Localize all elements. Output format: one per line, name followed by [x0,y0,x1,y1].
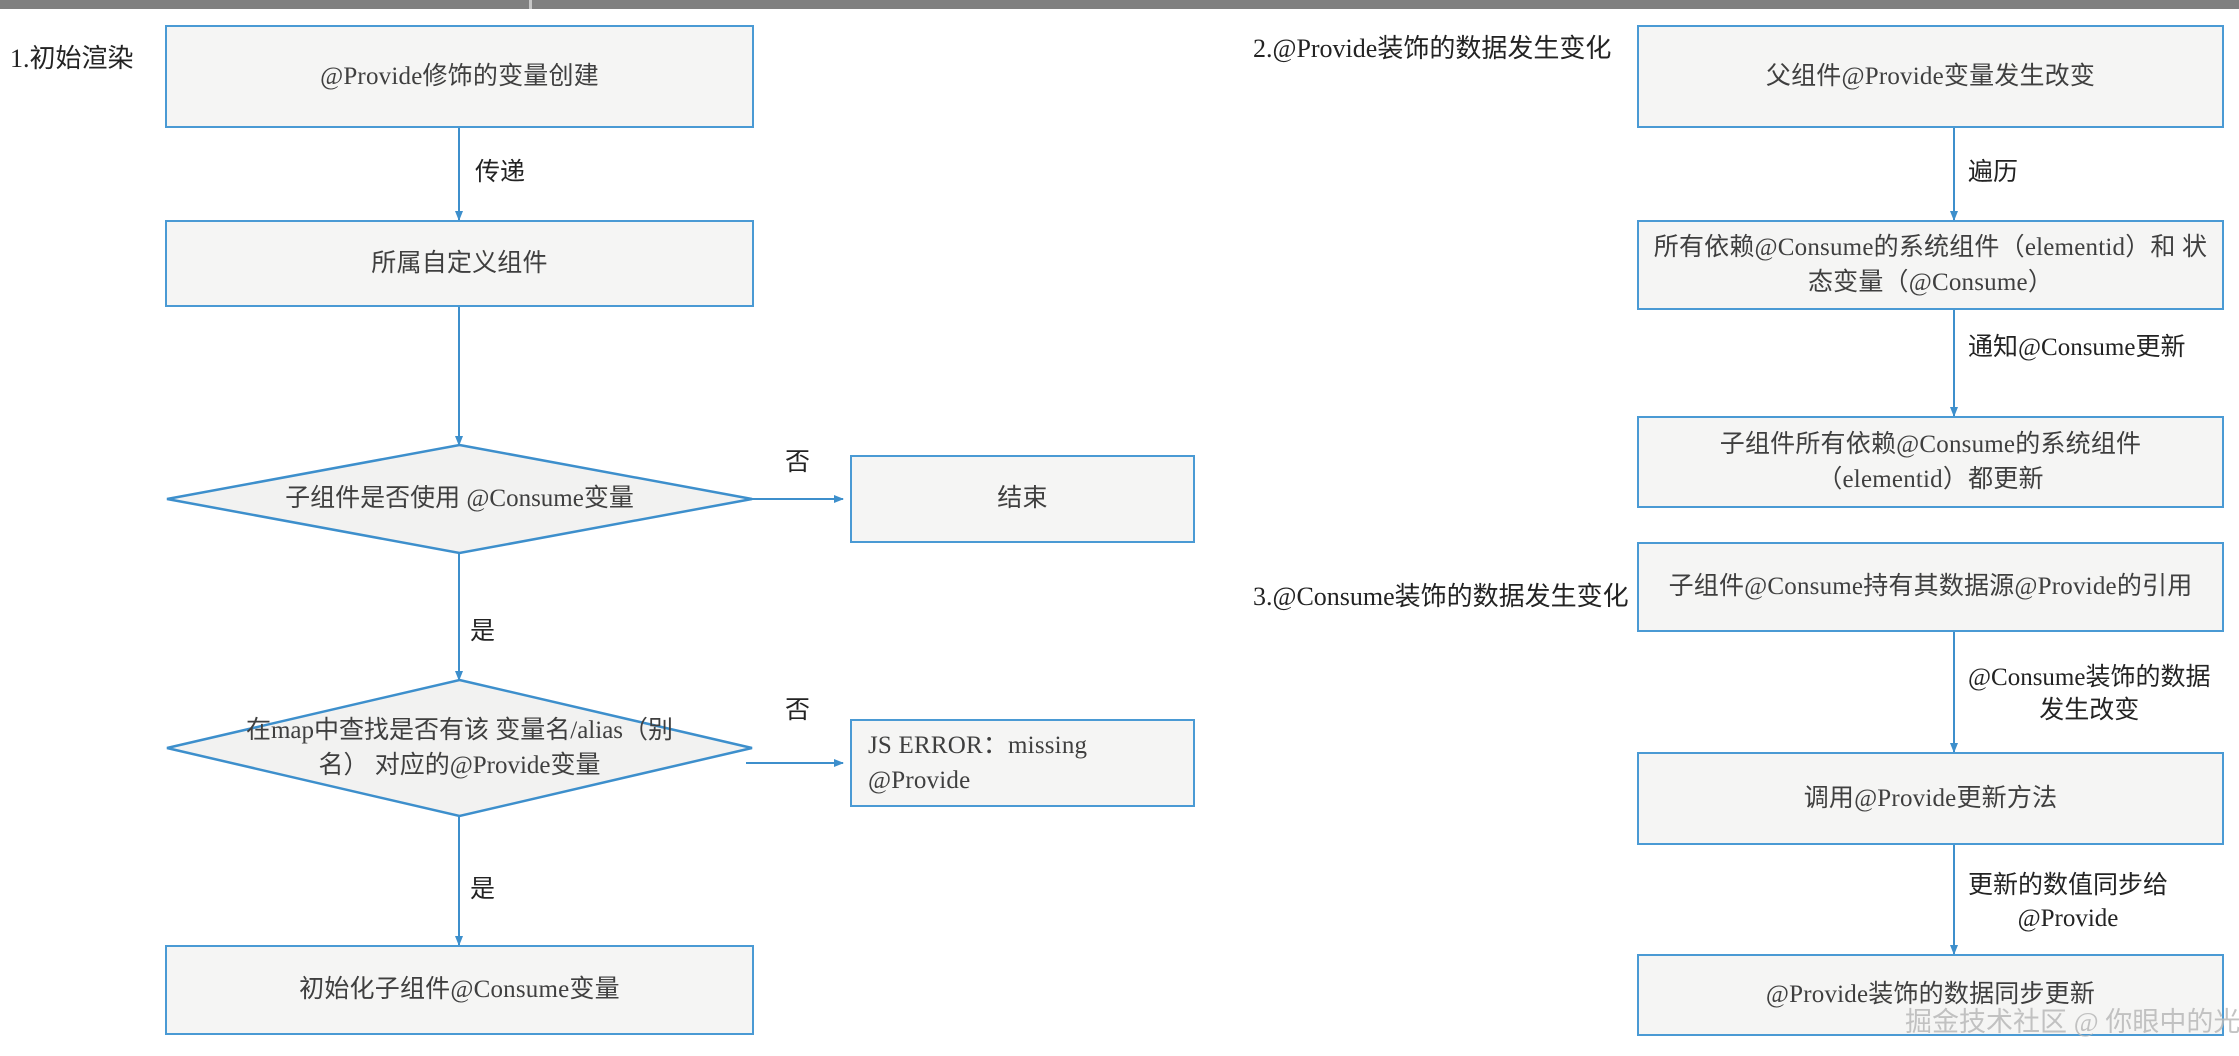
decision-label: 在map中查找是否有该 变量名/alias（别名） 对应的@Provide变量 [245,716,674,780]
section-caption-2: 2.@Provide装饰的数据发生变化 [1253,34,1612,63]
edge-label-no-2: 否 [785,697,811,724]
decision-label: 子组件是否使用 @Consume变量 [285,485,634,513]
node-end[interactable]: 结束 [850,455,1195,543]
diamond-shape [166,443,753,555]
node-provide-variable-created[interactable]: @Provide修饰的变量创建 [165,25,754,128]
decision-child-uses-consume[interactable]: 子组件是否使用 @Consume变量 [165,443,754,555]
diamond-shape [166,678,753,818]
window-top-bar [0,0,2239,9]
edge-label-consume-data-changed: @Consume装饰的数据 发生改变 [1968,664,2211,724]
node-all-consume-dependents[interactable]: 所有依赖@Consume的系统组件（elementid）和 状态变量（@Cons… [1637,220,2224,310]
node-init-child-consume-variable[interactable]: 初始化子组件@Consume变量 [165,945,754,1035]
node-child-consume-holds-provide-ref[interactable]: 子组件@Consume持有其数据源@Provide的引用 [1637,542,2224,632]
section-caption-1: 1.初始渲染 [10,44,134,73]
edge-label-pass: 传递 [475,159,526,186]
edge-label-sync-value-to-provide: 更新的数值同步给 @Provide [1968,872,2169,932]
node-child-consume-elements-updated[interactable]: 子组件所有依赖@Consume的系统组件 （elementid）都更新 [1637,416,2224,508]
watermark: 掘金技术社区 @ 你眼中的光 [1905,1007,2239,1037]
edge-label-traverse: 遍历 [1968,159,2019,186]
node-js-error-missing-provide[interactable]: JS ERROR：missing @Provide [850,719,1195,807]
top-bar-seam [529,0,532,9]
section-caption-3: 3.@Consume装饰的数据发生变化 [1253,582,1629,611]
edge-label-notify-consume-update: 通知@Consume更新 [1968,334,2186,361]
edge-label-yes-2: 是 [470,876,496,903]
node-call-provide-update-method[interactable]: 调用@Provide更新方法 [1637,752,2224,845]
edge-label-no-1: 否 [785,449,811,476]
node-provide-data-sync-updated[interactable]: @Provide装饰的数据同步更新 [1637,954,2224,1036]
decision-map-lookup-provide[interactable]: 在map中查找是否有该 变量名/alias（别名） 对应的@Provide变量 [165,678,754,818]
node-owner-custom-component[interactable]: 所属自定义组件 [165,220,754,307]
edge-label-yes-1: 是 [470,618,496,645]
node-parent-provide-changed[interactable]: 父组件@Provide变量发生改变 [1637,25,2224,128]
